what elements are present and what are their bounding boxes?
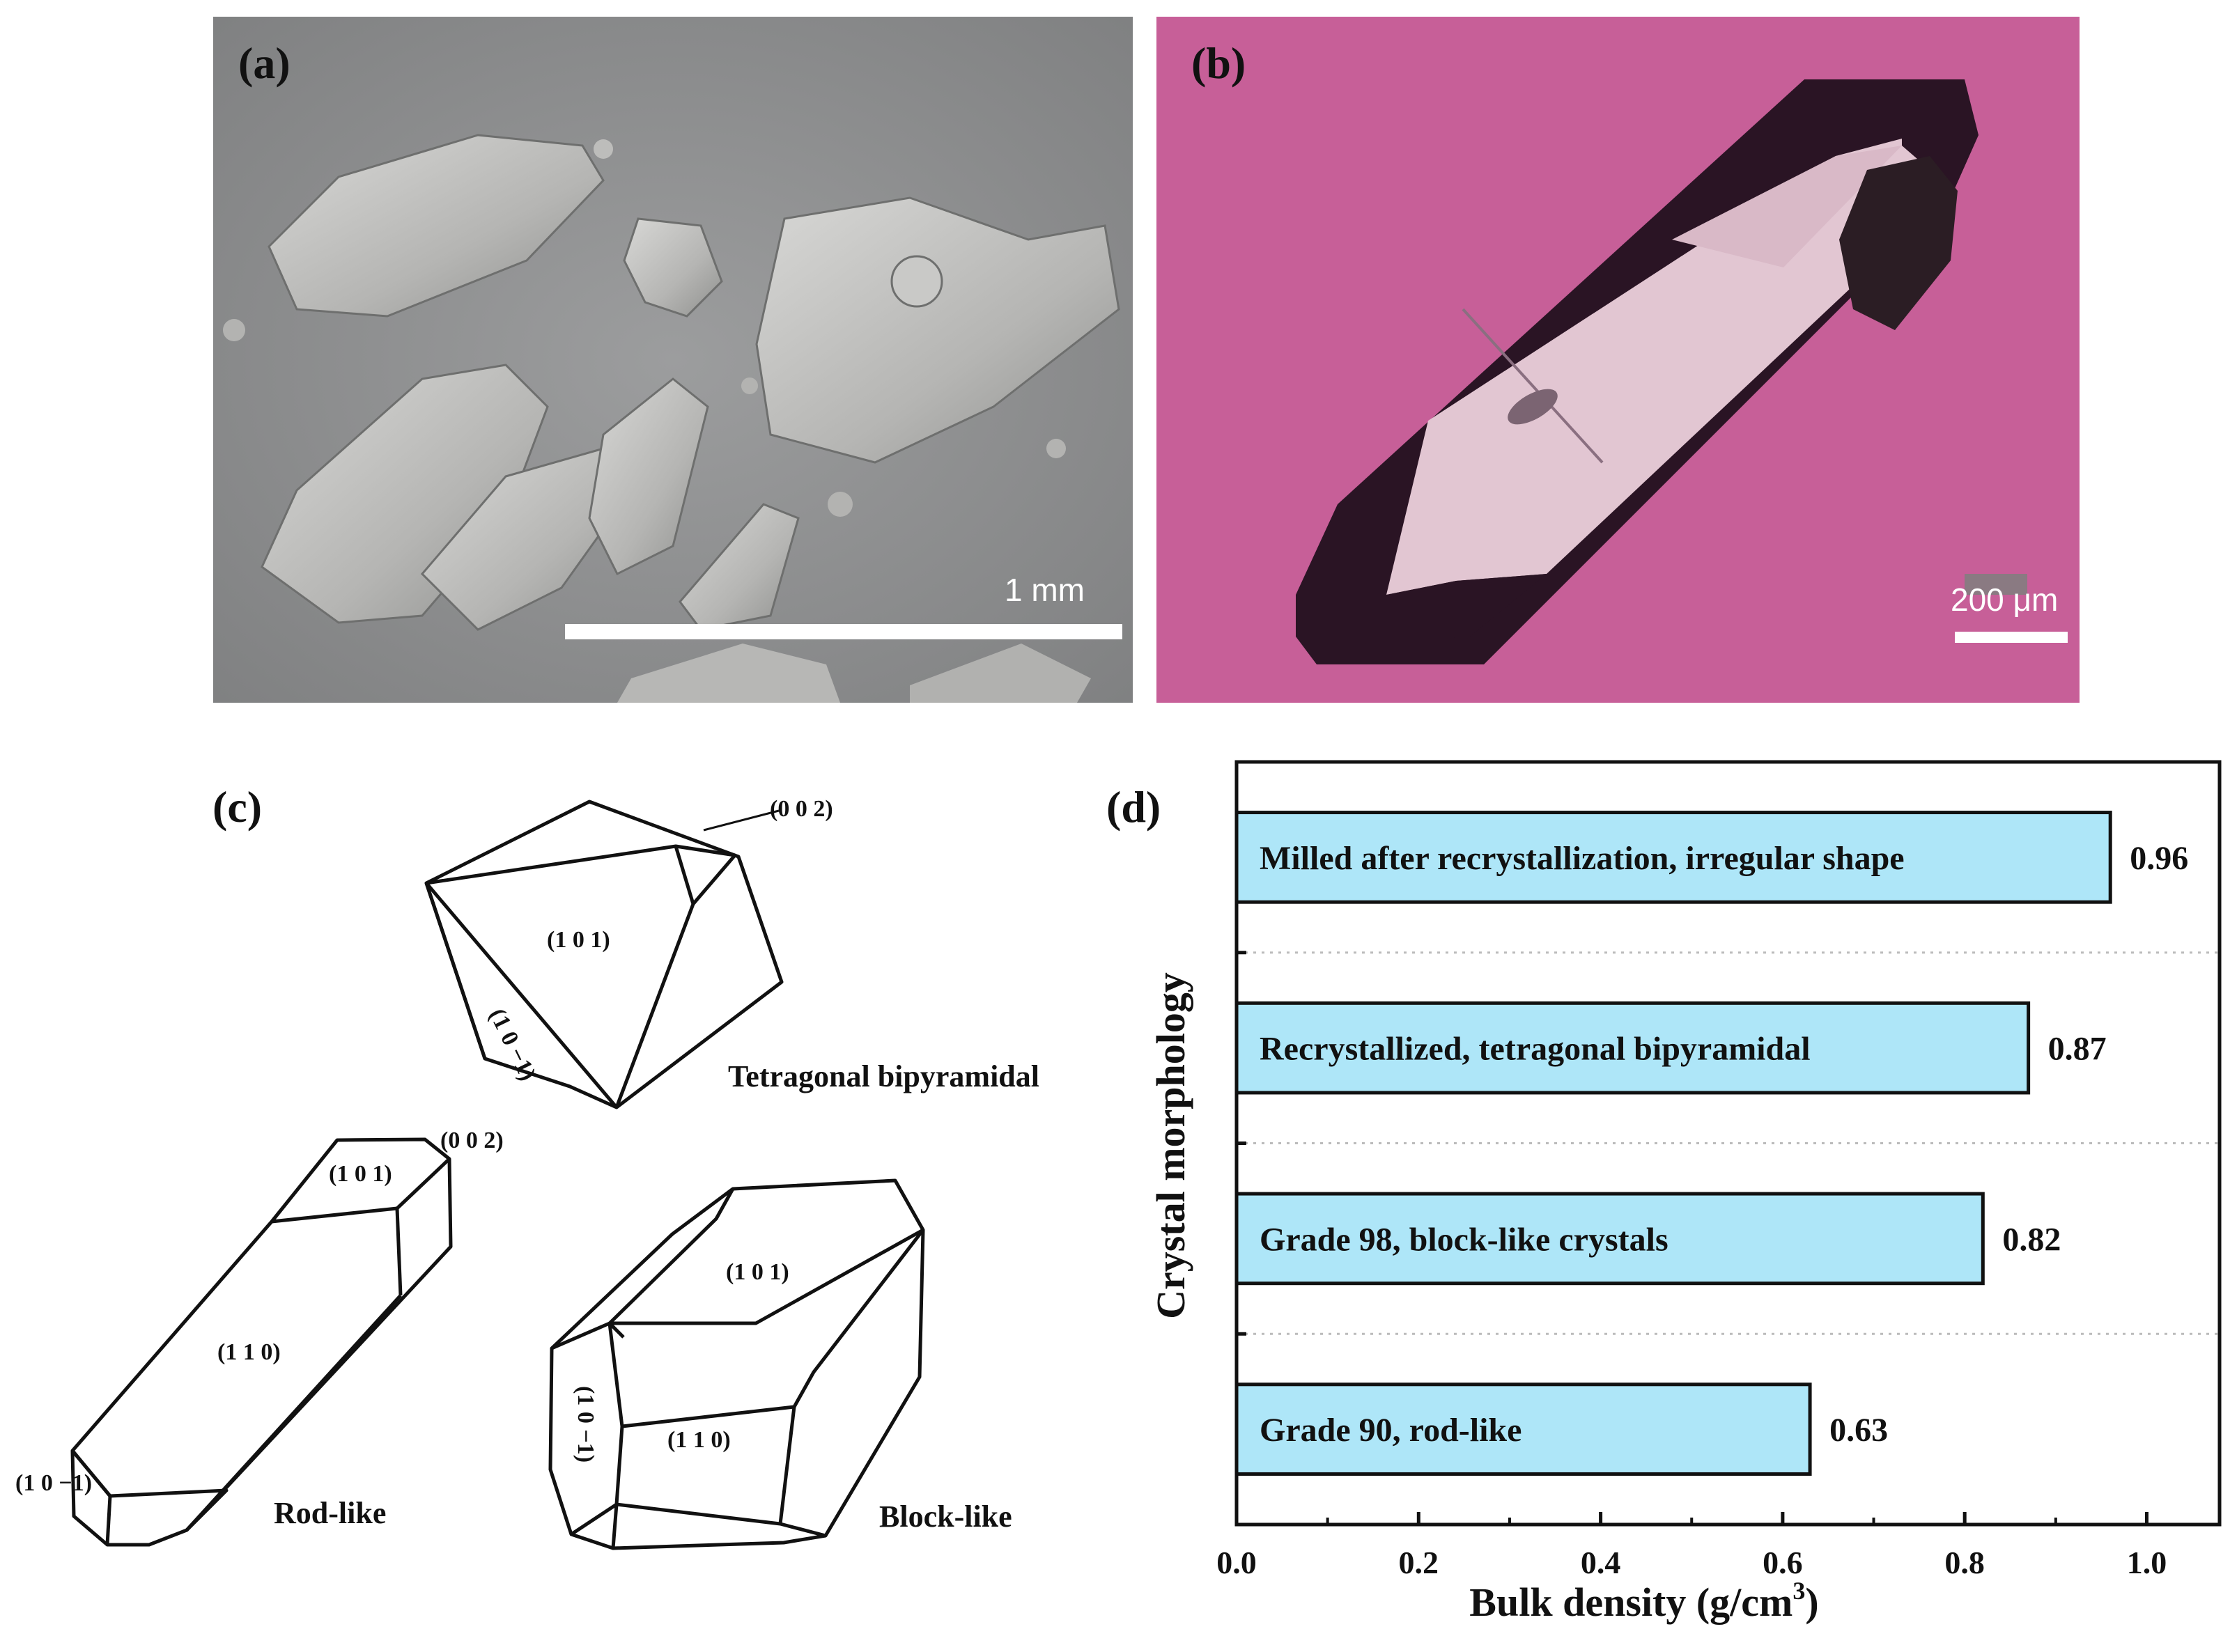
face-label: (0 0 2) [770, 796, 833, 822]
block-diagram [548, 1178, 925, 1550]
sem-crystal [268, 134, 605, 318]
bar [1234, 1192, 1985, 1286]
crystal-body [1386, 139, 1954, 595]
category-label: Grade 90, rod-like [1260, 1412, 1521, 1449]
shape-name: Block-like [879, 1499, 1012, 1534]
face-label: (1 1 0) [217, 1339, 281, 1365]
face-label: (1 1 0) [667, 1427, 731, 1453]
panel-label-b: (b) [1191, 38, 1246, 88]
x-axis-title: Bulk density (g/cm3) [1469, 1577, 1818, 1625]
y-axis-title: Crystal morphology [1148, 972, 1193, 1319]
x-tick-label: 0.2 [1399, 1545, 1439, 1580]
bars: Milled after recrystallization, irregula… [1234, 811, 2188, 1476]
scale-bar-label: 200 μm [1951, 582, 2059, 618]
sem-image [213, 17, 1133, 703]
optical-image-panel: (b) 200 μm [1156, 17, 2080, 703]
bulk-density-chart-panel: (d) Milled after recrystallization, irre… [1101, 738, 2230, 1649]
x-tick-label: 1.0 [2127, 1545, 2167, 1580]
x-tick-label: 0.4 [1581, 1545, 1621, 1580]
crystal-diagrams-panel: (c) (0 0 2) (1 0 1) (1 0 −1) Tetragonal … [0, 738, 1115, 1644]
face-label: (1 0 1) [547, 927, 610, 953]
scale-bar-label: 1 mm [1005, 572, 1085, 608]
scale-bar [565, 624, 1122, 639]
face-label: (1 0 −1) [484, 1004, 541, 1084]
category-label: Recrystallized, tetragonal bipyramidal [1260, 1031, 1811, 1068]
value-label: 0.82 [2002, 1221, 2061, 1258]
face-label: (1 0 1) [726, 1259, 789, 1285]
shape-name: Rod-like [274, 1496, 386, 1530]
bulk-density-chart: (d) Milled after recrystallization, irre… [1106, 760, 2222, 1625]
value-label: 0.96 [2130, 840, 2188, 877]
sem-crystal [588, 377, 709, 576]
x-tick-label: 0.0 [1216, 1545, 1257, 1580]
sem-image-panel: (a) 1 mm [213, 17, 1133, 703]
face-label: (0 0 2) [440, 1128, 504, 1153]
value-label: 0.87 [2048, 1031, 2107, 1068]
category-label: Grade 98, block-like crystals [1260, 1221, 1668, 1258]
scale-bar [1955, 632, 2068, 643]
rod-diagram [70, 1137, 453, 1547]
face-label: (1 0 −1) [15, 1470, 92, 1496]
panel-label-c: (c) [212, 782, 262, 832]
x-tick-label: 0.8 [1944, 1545, 1985, 1580]
bipyramid-diagram [424, 800, 784, 1109]
bar [1234, 1382, 1812, 1476]
optical-image [1156, 17, 2080, 703]
panel-label-a: (a) [238, 38, 291, 88]
panel-label-d: (d) [1106, 782, 1161, 832]
crystal-diagrams: (c) (0 0 2) (1 0 1) (1 0 −1) Tetragonal … [15, 782, 1039, 1550]
value-label: 0.63 [1829, 1412, 1888, 1449]
sem-crystal [755, 196, 1120, 464]
sem-crystal [623, 217, 723, 318]
x-tick-label: 0.6 [1763, 1545, 1803, 1580]
bar [1234, 811, 2112, 904]
face-label: (1 0 −1) [573, 1386, 598, 1463]
face-label: (1 0 1) [329, 1161, 392, 1187]
axis-ticks: 0.0 0.2 0.4 0.6 0.8 1.0 [1216, 951, 2167, 1580]
bar [1234, 1001, 2031, 1095]
category-label: Milled after recrystallization, irregula… [1260, 840, 1905, 877]
shape-name: Tetragonal bipyramidal [728, 1059, 1039, 1093]
